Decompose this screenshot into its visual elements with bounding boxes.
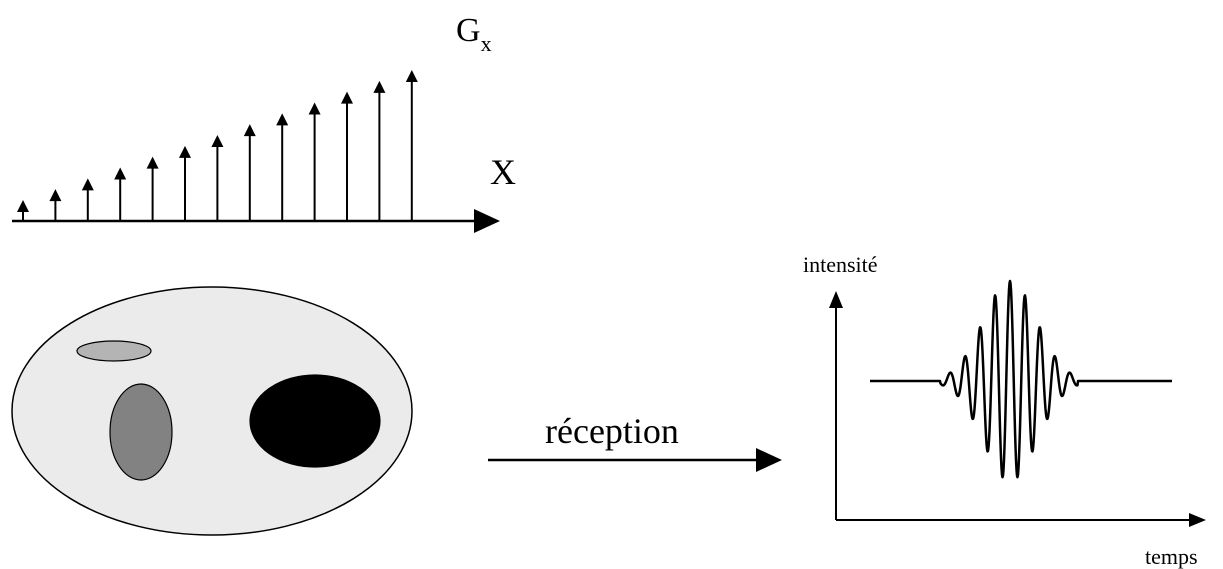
gradient-panel: Gx X (12, 12, 516, 233)
time-label: temps (1145, 544, 1198, 569)
intensity-label: intensité (803, 252, 878, 277)
gradient-arrow-head (49, 189, 61, 201)
x-axis-label: X (490, 152, 516, 192)
signal-plot: intensité temps (803, 252, 1206, 569)
gradient-arrow-head (211, 135, 223, 147)
small-gray-ellipse (77, 341, 151, 361)
gradient-arrow-head (276, 113, 288, 125)
gradient-arrow-head (309, 103, 321, 115)
imaged-object (12, 287, 412, 535)
gradient-arrow-head (341, 92, 353, 104)
gradient-arrow-head (179, 146, 191, 158)
gradient-arrow-head (17, 200, 29, 212)
gradient-arrow-head (147, 157, 159, 169)
gx-label: Gx (456, 12, 492, 56)
gradient-arrow-head (82, 178, 94, 190)
gradient-arrow-head (244, 124, 256, 136)
gradient-arrow-head (406, 70, 418, 82)
signal-waveform (870, 281, 1172, 477)
x-axis-arrowhead (474, 209, 500, 233)
medium-gray-ellipse (110, 384, 172, 480)
reception-arrow-group: réception (488, 411, 782, 472)
gradient-arrow-head (373, 81, 385, 93)
black-ellipse (250, 375, 380, 467)
intensity-axis-arrowhead (829, 291, 843, 308)
reception-label: réception (545, 411, 679, 451)
reception-arrowhead (756, 448, 782, 472)
time-axis-arrowhead (1189, 513, 1206, 527)
gradient-arrow-head (114, 168, 126, 180)
gradient-arrows (17, 70, 418, 221)
